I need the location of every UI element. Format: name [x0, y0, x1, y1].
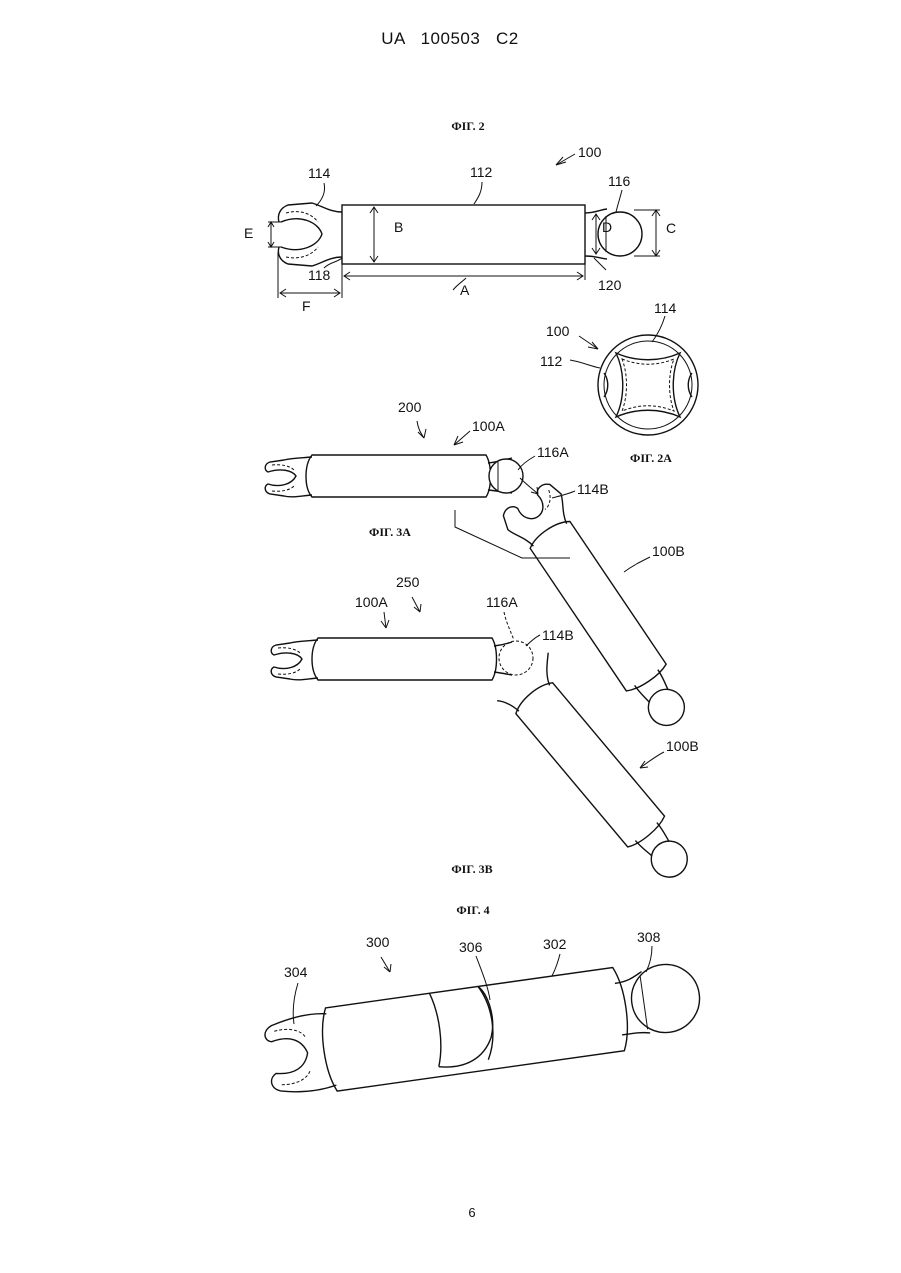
fig2-ref-116: 116: [608, 173, 631, 189]
fig4-ball-308: [627, 960, 704, 1037]
fig3a-ref-200: 200: [398, 399, 422, 415]
fig3b-ref-100B: 100B: [666, 738, 699, 754]
fig4-ref-306: 306: [459, 939, 483, 955]
fig4-ref-300: 300: [366, 934, 390, 950]
fig2a-outer-circle: [598, 335, 698, 435]
fig3a-ref-100B: 100B: [652, 543, 685, 559]
fig3a-ref-116A: 116A: [537, 444, 569, 460]
patent-header: UA 100503 C2: [381, 29, 518, 48]
fig4-tube-302: [318, 966, 632, 1092]
fig3a-rod-100B: [527, 517, 669, 695]
fig2-dim-A: A: [460, 282, 470, 298]
figure-2-caption: ФІГ. 2: [451, 119, 484, 133]
fig4-ref-308: 308: [637, 929, 661, 945]
fig2-dim-C: C: [666, 220, 676, 236]
page-number: 6: [468, 1205, 475, 1220]
fig2-ref-120: 120: [598, 277, 622, 293]
fig3b-ref-250: 250: [396, 574, 420, 590]
fig2-dim-F: F: [302, 298, 311, 314]
fig4-ref-304: 304: [284, 964, 308, 980]
fig2-ref-100: 100: [578, 144, 602, 160]
fig3a-rod-100A: [306, 455, 491, 497]
fig2-cylinder-body: [342, 205, 585, 264]
fig2-ref-112: 112: [470, 164, 493, 180]
fig2a-ref-112: 112: [540, 353, 563, 369]
fig3b-ref-116A: 116A: [486, 594, 518, 610]
fig2-ref-114: 114: [308, 165, 331, 181]
figure-3b: 250 100A 116A 114B 100B ФІГ. 3В: [271, 574, 711, 892]
fig2-dim-B: B: [394, 219, 403, 235]
fig3b-ref-100A: 100A: [355, 594, 388, 610]
figure-2: ФІГ. 2: [244, 119, 676, 314]
figure-4: ФІГ. 4 304 300 306 302 308: [262, 903, 705, 1100]
figure-2a-caption: ФІГ. 2А: [630, 451, 672, 465]
fig3b-rod-100B: [512, 678, 667, 850]
figure-2a: 114 100 112 ФІГ. 2А: [540, 300, 698, 465]
fig4-ref-302: 302: [543, 936, 567, 952]
fig2a-ref-100: 100: [546, 323, 570, 339]
fig3a-ref-100A: 100A: [472, 418, 505, 434]
fig2-ref-118: 118: [308, 267, 331, 283]
figure-4-caption: ФІГ. 4: [456, 903, 489, 917]
fig3b-ref-114B: 114B: [542, 627, 574, 643]
fig2a-ref-114: 114: [654, 300, 677, 316]
fig3a-ref-114B: 114B: [577, 481, 609, 497]
fig2-dim-E: E: [244, 225, 253, 241]
fig2-dim-D: D: [602, 219, 612, 235]
fig3b-rod-100A: [312, 638, 497, 680]
figure-3a-caption: ФІГ. 3А: [369, 525, 411, 539]
figure-3b-caption: ФІГ. 3В: [451, 862, 492, 876]
